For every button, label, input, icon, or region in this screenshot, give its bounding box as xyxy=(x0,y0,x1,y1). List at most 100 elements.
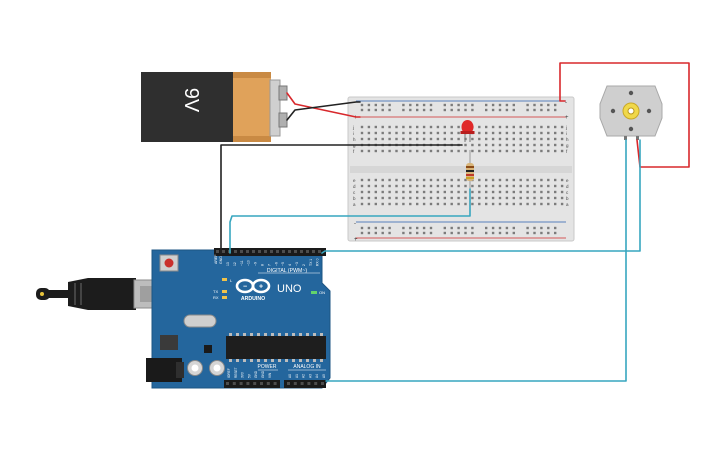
breadboard-hole[interactable] xyxy=(374,202,377,206)
breadboard-hole[interactable] xyxy=(478,143,481,147)
breadboard-hole[interactable] xyxy=(547,125,550,129)
breadboard-hole[interactable] xyxy=(367,226,371,230)
breadboard-hole[interactable] xyxy=(429,131,433,135)
breadboard-hole[interactable] xyxy=(450,202,453,206)
breadboard-hole[interactable] xyxy=(491,184,495,188)
breadboard-hole[interactable] xyxy=(409,178,412,182)
breadboard-hole[interactable] xyxy=(429,149,433,153)
breadboard-hole[interactable] xyxy=(450,149,453,153)
breadboard-hole[interactable] xyxy=(491,226,495,230)
breadboard-hole[interactable] xyxy=(478,202,481,206)
breadboard-hole[interactable] xyxy=(450,231,453,235)
breadboard-hole[interactable] xyxy=(505,231,509,235)
breadboard-hole[interactable] xyxy=(402,184,405,188)
breadboard-hole[interactable] xyxy=(471,190,474,194)
breadboard-hole[interactable] xyxy=(547,137,550,141)
header-pin[interactable] xyxy=(253,382,257,385)
breadboard-hole[interactable] xyxy=(498,196,502,200)
breadboard-hole[interactable] xyxy=(505,190,509,194)
wire-battery-negative[interactable] xyxy=(286,101,361,121)
breadboard-hole[interactable] xyxy=(395,137,398,141)
breadboard-hole[interactable] xyxy=(554,202,557,206)
breadboard-hole[interactable] xyxy=(554,131,557,135)
breadboard-hole[interactable] xyxy=(512,226,515,230)
wires[interactable] xyxy=(220,62,690,382)
breadboard-hole[interactable] xyxy=(512,202,515,206)
breadboard-hole[interactable] xyxy=(491,190,495,194)
breadboard-hole[interactable] xyxy=(512,196,515,200)
breadboard-hole[interactable] xyxy=(533,202,536,206)
breadboard-hole[interactable] xyxy=(526,108,529,112)
header-pin[interactable] xyxy=(288,250,291,253)
breadboard-hole[interactable] xyxy=(512,149,515,153)
breadboard-hole[interactable] xyxy=(498,108,502,112)
header-pin[interactable] xyxy=(318,250,321,253)
breadboard-hole[interactable] xyxy=(526,184,529,188)
breadboard-hole[interactable] xyxy=(436,137,440,141)
breadboard-hole[interactable] xyxy=(436,149,440,153)
breadboard-hole[interactable] xyxy=(360,103,364,107)
breadboard-hole[interactable] xyxy=(443,190,446,194)
breadboard-hole[interactable] xyxy=(374,108,377,112)
breadboard-hole[interactable] xyxy=(457,131,460,135)
breadboard-hole[interactable] xyxy=(457,202,460,206)
header-pin[interactable] xyxy=(294,250,297,253)
breadboard-hole[interactable] xyxy=(360,184,364,188)
breadboard-hole[interactable] xyxy=(478,196,481,200)
breadboard-hole[interactable] xyxy=(526,226,529,230)
header-pin[interactable] xyxy=(234,250,237,253)
breadboard-hole[interactable] xyxy=(429,178,433,182)
breadboard-hole[interactable] xyxy=(471,108,474,112)
breadboard-hole[interactable] xyxy=(464,226,467,230)
breadboard-hole[interactable] xyxy=(526,103,529,107)
breadboard-hole[interactable] xyxy=(512,137,515,141)
breadboard-hole[interactable] xyxy=(395,196,398,200)
breadboard-hole[interactable] xyxy=(360,108,364,112)
breadboard-hole[interactable] xyxy=(519,125,522,129)
breadboard-hole[interactable] xyxy=(457,190,460,194)
breadboard-hole[interactable] xyxy=(540,226,543,230)
breadboard-hole[interactable] xyxy=(450,226,453,230)
breadboard-hole[interactable] xyxy=(471,103,474,107)
breadboard-hole[interactable] xyxy=(533,131,536,135)
breadboard-hole[interactable] xyxy=(429,190,433,194)
breadboard-hole[interactable] xyxy=(388,108,391,112)
breadboard-hole[interactable] xyxy=(443,178,446,182)
breadboard-hole[interactable] xyxy=(395,184,398,188)
breadboard-hole[interactable] xyxy=(547,108,550,112)
breadboard-hole[interactable] xyxy=(374,131,377,135)
breadboard-hole[interactable] xyxy=(416,202,419,206)
breadboard-hole[interactable] xyxy=(540,196,543,200)
breadboard-hole[interactable] xyxy=(381,190,384,194)
breadboard-hole[interactable] xyxy=(478,131,481,135)
breadboard-hole[interactable] xyxy=(464,202,467,206)
header-pin[interactable] xyxy=(266,382,270,385)
breadboard-hole[interactable] xyxy=(443,149,446,153)
breadboard-hole[interactable] xyxy=(560,202,564,206)
motor-terminal-left[interactable] xyxy=(624,136,627,140)
breadboard-hole[interactable] xyxy=(416,196,419,200)
breadboard-hole[interactable] xyxy=(367,196,371,200)
breadboard-hole[interactable] xyxy=(464,190,467,194)
breadboard-hole[interactable] xyxy=(519,190,522,194)
header-pin[interactable] xyxy=(252,250,255,253)
header-pin[interactable] xyxy=(260,382,263,385)
breadboard-hole[interactable] xyxy=(457,149,460,153)
breadboard-hole[interactable] xyxy=(422,190,426,194)
breadboard-hole[interactable] xyxy=(367,131,371,135)
breadboard-hole[interactable] xyxy=(464,143,467,147)
breadboard-hole[interactable] xyxy=(374,226,377,230)
breadboard-hole[interactable] xyxy=(450,125,453,129)
breadboard-hole[interactable] xyxy=(450,184,453,188)
breadboard-hole[interactable] xyxy=(547,202,550,206)
breadboard-hole[interactable] xyxy=(374,184,377,188)
breadboard-hole[interactable] xyxy=(450,103,453,107)
breadboard-hole[interactable] xyxy=(422,103,426,107)
breadboard-hole[interactable] xyxy=(409,125,412,129)
breadboard-hole[interactable] xyxy=(374,196,377,200)
breadboard-hole[interactable] xyxy=(436,131,440,135)
breadboard-hole[interactable] xyxy=(443,226,446,230)
breadboard-hole[interactable] xyxy=(471,226,474,230)
breadboard-hole[interactable] xyxy=(547,143,550,147)
breadboard-hole[interactable] xyxy=(416,103,419,107)
